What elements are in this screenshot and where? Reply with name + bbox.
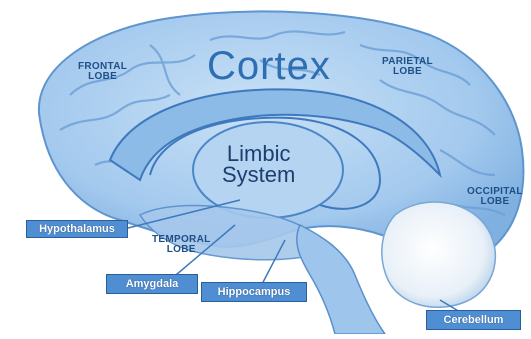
- amygdala-label: Amygdala: [106, 274, 198, 294]
- hypothalamus-label: Hypothalamus: [26, 220, 128, 238]
- limbic-label-line2: System: [222, 164, 295, 185]
- temporal-lobe-label: TEMPORAL LOBE: [152, 235, 211, 255]
- limbic-system-label: Limbic System: [222, 143, 295, 185]
- parietal-lobe-label: PARIETAL LOBE: [382, 57, 433, 77]
- cortex-label: Cortex: [207, 44, 331, 89]
- cerebellum-shape: [382, 202, 496, 307]
- frontal-label-line2: LOBE: [78, 72, 127, 82]
- frontal-lobe-label: FRONTAL LOBE: [78, 62, 127, 82]
- occipital-lobe-label: OCCIPITAL LOBE: [467, 187, 523, 207]
- occipital-label-line2: LOBE: [467, 197, 523, 207]
- cerebellum-label: Cerebellum: [426, 310, 521, 330]
- hippocampus-label: Hippocampus: [201, 282, 307, 302]
- limbic-label-line1: Limbic: [222, 143, 295, 164]
- temporal-label-line2: LOBE: [152, 245, 211, 255]
- brainstem: [297, 225, 385, 334]
- parietal-label-line2: LOBE: [382, 67, 433, 77]
